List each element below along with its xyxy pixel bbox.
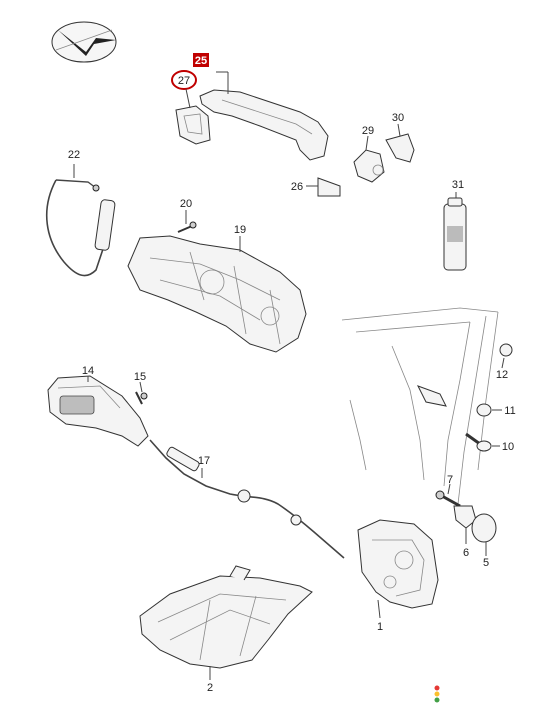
part-1-lock-unit[interactable] <box>357 519 439 619</box>
part-5-plate[interactable] <box>471 513 497 556</box>
part-6-striker[interactable] <box>453 505 477 544</box>
callout-29-text: 29 <box>362 125 374 137</box>
part-22-cable[interactable] <box>45 164 116 277</box>
callout-15-text: 15 <box>134 371 146 383</box>
part-11-clip[interactable] <box>476 403 502 417</box>
part-15-screw[interactable] <box>135 381 148 405</box>
callout-25-text: 25 <box>195 55 207 67</box>
callout-6-text: 6 <box>463 547 469 559</box>
part-10-bolt[interactable] <box>465 432 500 452</box>
part-exterior-handle[interactable] <box>175 71 329 161</box>
brand-logo-icon <box>51 21 117 63</box>
callout-30-text: 30 <box>392 112 404 124</box>
callout-12-text: 12 <box>496 369 508 381</box>
callout-10-text: 10 <box>502 441 514 453</box>
callout-17-text: 17 <box>198 455 210 467</box>
callout-20-text: 20 <box>180 198 192 210</box>
part-12-plug[interactable] <box>499 343 513 369</box>
callout-1-text: 1 <box>377 621 383 633</box>
callout-7-text: 7 <box>447 474 453 486</box>
part-31-spray-can[interactable] <box>443 192 467 271</box>
callout-27-text: 27 <box>178 75 190 87</box>
part-2-carrier-plate[interactable] <box>139 565 313 680</box>
part-7-bolt[interactable] <box>435 483 461 508</box>
callout-5-text: 5 <box>483 557 489 569</box>
callout-31-text: 31 <box>452 179 464 191</box>
part-29-bearing[interactable] <box>353 135 385 183</box>
callout-2-text: 2 <box>207 682 213 694</box>
callout-19-text: 19 <box>234 224 246 236</box>
callout-26-text: 26 <box>291 181 303 193</box>
status-dots-icon <box>434 685 440 703</box>
part-19-carrier[interactable] <box>127 235 307 353</box>
callout-22-text: 22 <box>68 149 80 161</box>
part-20-screw[interactable] <box>177 210 197 233</box>
callout-27: 27 <box>171 70 197 109</box>
part-30-cover[interactable] <box>385 123 415 163</box>
part-17-cable[interactable] <box>149 439 345 559</box>
callout-14-text: 14 <box>82 365 94 377</box>
callout-11-text: 11 <box>504 405 515 417</box>
door-frame-outline <box>341 307 499 505</box>
part-26-cap[interactable] <box>306 177 341 197</box>
callout-25: 25 <box>193 53 209 67</box>
part-14-interior-handle[interactable] <box>47 375 149 447</box>
